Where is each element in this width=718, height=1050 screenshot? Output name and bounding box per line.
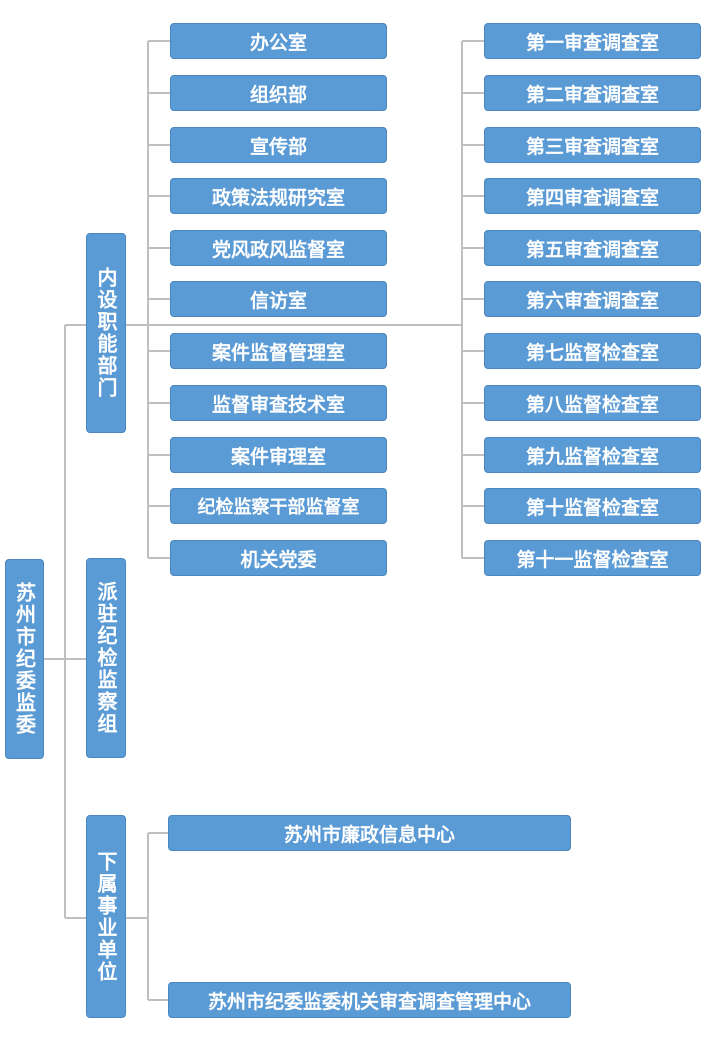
dept-node: 案件审理室 bbox=[170, 437, 387, 473]
dept-node: 办公室 bbox=[170, 23, 387, 59]
office-node: 第五审查调查室 bbox=[484, 230, 701, 266]
unit-node: 苏州市纪委监委机关审查调查管理中心 bbox=[168, 982, 571, 1018]
office-node: 第四审查调查室 bbox=[484, 178, 701, 214]
office-node: 第十一监督检查室 bbox=[484, 540, 701, 576]
dept-node: 组织部 bbox=[170, 75, 387, 111]
office-node: 第二审查调查室 bbox=[484, 75, 701, 111]
office-node: 第十监督检查室 bbox=[484, 488, 701, 524]
dept-node: 宣传部 bbox=[170, 127, 387, 163]
office-node: 第一审查调查室 bbox=[484, 23, 701, 59]
dept-node: 机关党委 bbox=[170, 540, 387, 576]
dept-node: 信访室 bbox=[170, 281, 387, 317]
branch-affiliated-units: 下属事业单位 bbox=[86, 815, 126, 1018]
office-node: 第九监督检查室 bbox=[484, 437, 701, 473]
branch-internal-departments: 内设职能部门 bbox=[86, 233, 126, 433]
root-node: 苏州市纪委监委 bbox=[5, 559, 44, 759]
dept-node: 监督审查技术室 bbox=[170, 385, 387, 421]
dept-node: 案件监督管理室 bbox=[170, 333, 387, 369]
dept-node: 党风政风监督室 bbox=[170, 230, 387, 266]
unit-node: 苏州市廉政信息中心 bbox=[168, 815, 571, 851]
branch-dispatched-groups: 派驻纪检监察组 bbox=[86, 558, 126, 758]
office-node: 第七监督检查室 bbox=[484, 333, 701, 369]
office-node: 第三审查调查室 bbox=[484, 127, 701, 163]
office-node: 第八监督检查室 bbox=[484, 385, 701, 421]
dept-node: 政策法规研究室 bbox=[170, 178, 387, 214]
dept-node: 纪检监察干部监督室 bbox=[170, 488, 387, 524]
office-node: 第六审查调查室 bbox=[484, 281, 701, 317]
